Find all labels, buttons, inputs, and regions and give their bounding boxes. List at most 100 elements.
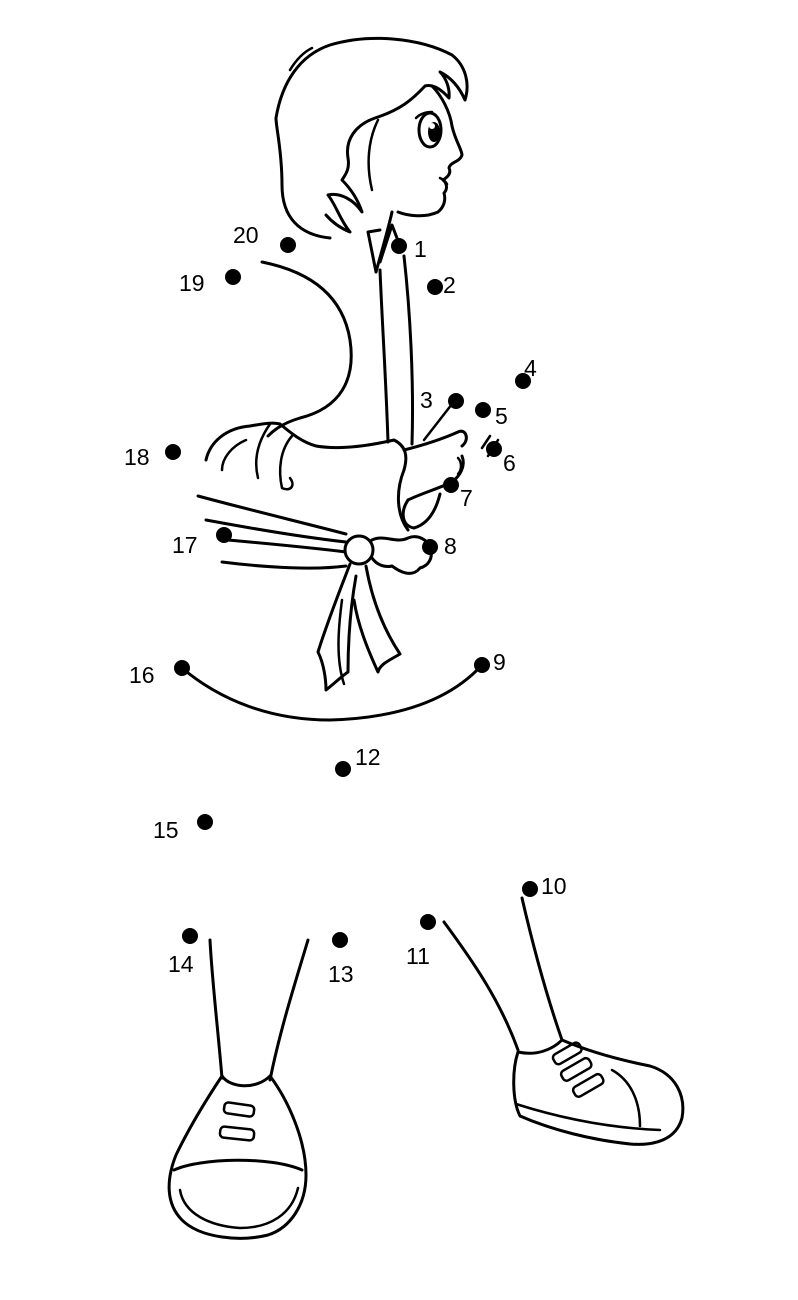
dot-number: 16 bbox=[129, 662, 155, 688]
dot-9[interactable]: 9 bbox=[474, 649, 506, 675]
dot-number: 5 bbox=[495, 403, 508, 429]
dot-marker[interactable] bbox=[335, 761, 351, 777]
sleeve-fold-1 bbox=[220, 438, 248, 472]
finger-1 bbox=[456, 456, 463, 476]
dot-17[interactable]: 17 bbox=[172, 527, 232, 558]
dot-13[interactable]: 13 bbox=[328, 932, 354, 987]
dot-marker[interactable] bbox=[448, 393, 464, 409]
dot-15[interactable]: 15 bbox=[153, 814, 213, 843]
dot-marker[interactable] bbox=[486, 441, 502, 457]
dot-11[interactable]: 11 bbox=[406, 914, 436, 969]
dot-marker[interactable] bbox=[475, 402, 491, 418]
dot-marker[interactable] bbox=[522, 881, 538, 897]
skirt-hem bbox=[180, 663, 484, 722]
dot-6[interactable]: 6 bbox=[486, 441, 516, 476]
dot-3[interactable]: 3 bbox=[420, 387, 464, 413]
dot-2[interactable]: 2 bbox=[427, 272, 456, 298]
hair-inner-strand bbox=[288, 46, 314, 72]
dot-14[interactable]: 14 bbox=[168, 928, 198, 977]
dot-marker[interactable] bbox=[474, 657, 490, 673]
face-profile bbox=[396, 84, 464, 218]
sleeve-fold-3 bbox=[278, 434, 294, 491]
ribbon-tail-right bbox=[352, 564, 402, 674]
hair-side-lock bbox=[367, 118, 380, 192]
right-shoe-lace-1 bbox=[551, 1041, 583, 1066]
dot-12[interactable]: 12 bbox=[335, 744, 381, 777]
dot-marker[interactable] bbox=[216, 527, 232, 543]
hand-line bbox=[422, 402, 454, 442]
dot-marker[interactable] bbox=[420, 914, 436, 930]
dot-marker[interactable] bbox=[443, 477, 459, 493]
numbered-dots: 1 2 3 4 5 6 7 8 9 10 11 12 13 14 15 16 1… bbox=[124, 222, 567, 987]
dot-marker[interactable] bbox=[174, 660, 190, 676]
hair-outline bbox=[274, 36, 469, 240]
dot-10[interactable]: 10 bbox=[522, 873, 567, 899]
sleeve-puff bbox=[204, 421, 408, 472]
dot-number: 1 bbox=[414, 236, 427, 262]
ribbon-fold bbox=[337, 598, 346, 686]
dot-marker[interactable] bbox=[391, 238, 407, 254]
left-shoe-toe-cap bbox=[172, 1158, 304, 1172]
dot-number: 20 bbox=[233, 222, 259, 248]
dot-18[interactable]: 18 bbox=[124, 444, 181, 470]
sash-line-2 bbox=[204, 518, 348, 544]
hand-palm bbox=[406, 454, 465, 502]
dot-7[interactable]: 7 bbox=[443, 477, 473, 511]
dot-number: 10 bbox=[541, 873, 567, 899]
left-shoe-sole bbox=[178, 1186, 300, 1230]
sash-ruffle bbox=[370, 535, 433, 575]
sash-buckle bbox=[343, 534, 375, 566]
right-shoe-sole bbox=[514, 1102, 662, 1132]
dot-marker[interactable] bbox=[515, 373, 531, 389]
dot-20[interactable]: 20 bbox=[233, 222, 296, 253]
sash-line-3 bbox=[226, 538, 348, 554]
left-leg-back bbox=[208, 938, 224, 1080]
dot-marker[interactable] bbox=[422, 539, 438, 555]
dot-number: 15 bbox=[153, 817, 179, 843]
right-shoe-toe bbox=[610, 1068, 642, 1128]
sash-top bbox=[196, 494, 348, 536]
dot-5[interactable]: 5 bbox=[475, 402, 508, 429]
left-leg-front bbox=[268, 938, 310, 1082]
arm-cuff bbox=[396, 468, 410, 532]
dot-number: 3 bbox=[420, 387, 433, 413]
dot-number: 4 bbox=[524, 355, 537, 381]
dot-marker[interactable] bbox=[165, 444, 181, 460]
dot-1[interactable]: 1 bbox=[391, 236, 427, 262]
dot-number: 7 bbox=[460, 485, 473, 511]
dot-16[interactable]: 16 bbox=[129, 660, 190, 688]
dot-marker[interactable] bbox=[182, 928, 198, 944]
dot-number: 18 bbox=[124, 444, 150, 470]
dot-number: 11 bbox=[406, 943, 430, 969]
wrist-loop bbox=[401, 492, 442, 530]
shirt-placket-left bbox=[378, 268, 390, 444]
neck-line bbox=[374, 210, 394, 274]
collar-left bbox=[366, 228, 382, 274]
dot-8[interactable]: 8 bbox=[422, 533, 457, 559]
ribbon-tail-left bbox=[316, 562, 358, 692]
dot-number: 6 bbox=[503, 450, 516, 476]
dot-number: 13 bbox=[328, 961, 354, 987]
dot-4[interactable]: 4 bbox=[515, 355, 537, 389]
right-shoe-lace-3 bbox=[571, 1072, 605, 1098]
right-shoe-lace-2 bbox=[559, 1056, 593, 1082]
dot-number: 17 bbox=[172, 532, 198, 558]
right-leg-front bbox=[520, 896, 564, 1042]
dot-marker[interactable] bbox=[332, 932, 348, 948]
left-shoe-outline bbox=[167, 1074, 308, 1240]
sleeve-fold-2 bbox=[254, 422, 272, 480]
dot-marker[interactable] bbox=[197, 814, 213, 830]
mouth bbox=[438, 176, 449, 186]
dot-19[interactable]: 19 bbox=[179, 269, 241, 296]
eyelash bbox=[414, 110, 434, 120]
left-shoe-lace-2 bbox=[218, 1125, 256, 1142]
dot-marker[interactable] bbox=[427, 279, 443, 295]
dot-marker[interactable] bbox=[225, 269, 241, 285]
dot-marker[interactable] bbox=[280, 237, 296, 253]
dot-number: 12 bbox=[355, 744, 381, 770]
dot-number: 14 bbox=[168, 951, 194, 977]
dot-number: 9 bbox=[493, 649, 506, 675]
blouse-back bbox=[260, 260, 353, 438]
sash-bottom bbox=[220, 560, 348, 570]
